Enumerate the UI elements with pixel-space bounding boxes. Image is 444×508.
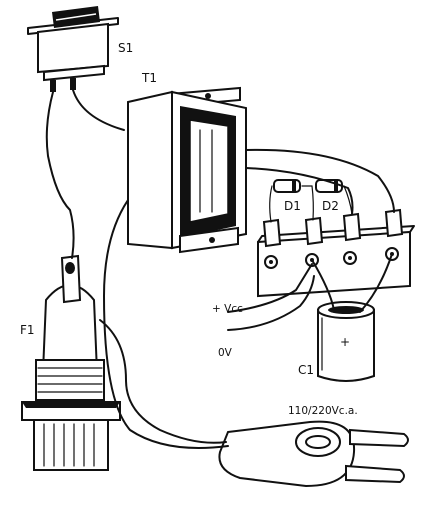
terminal-strip — [257, 208, 415, 298]
transformer-label: T1 — [141, 71, 157, 85]
switch-s1 — [27, 6, 119, 92]
vcc-label: + Vcc — [212, 303, 243, 315]
capacitor-c1 — [317, 301, 375, 382]
ground-label: 0V — [218, 347, 233, 359]
diode-d1-label: D1 — [284, 199, 301, 213]
switch-label: S1 — [118, 41, 133, 55]
diode-d1 — [273, 179, 301, 193]
capacitor-plus-label: + — [340, 335, 350, 349]
transformer-t1 — [127, 86, 247, 254]
fuse-holder-f1 — [21, 254, 121, 471]
diode-d2-label: D2 — [322, 199, 339, 213]
wiring — [45, 89, 395, 449]
mains-plug — [218, 420, 409, 488]
capacitor-label: C1 — [298, 363, 314, 377]
mains-label: 110/220Vc.a. — [288, 405, 358, 417]
fuse-label: F1 — [20, 323, 35, 337]
